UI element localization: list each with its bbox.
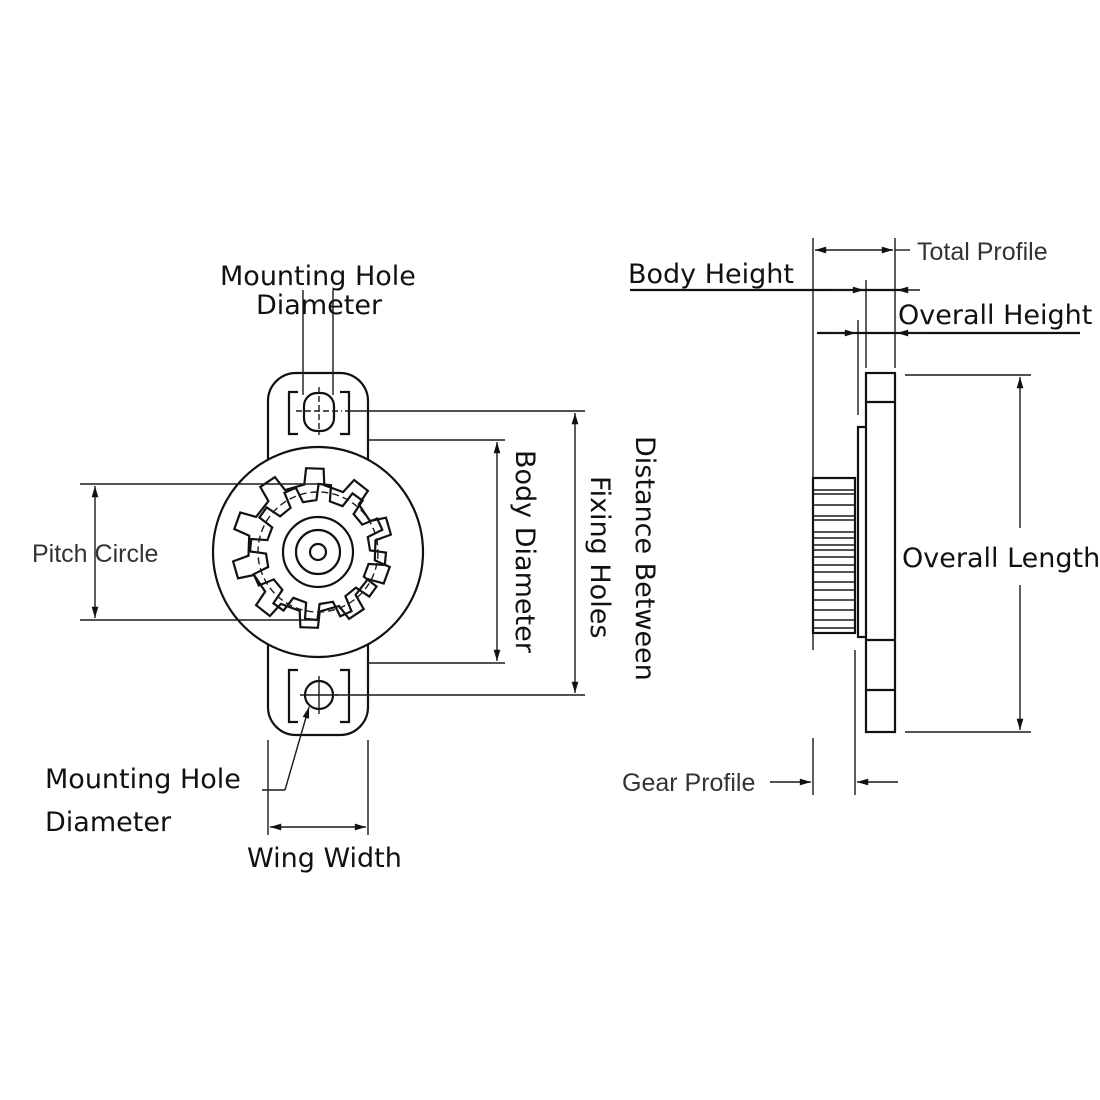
gear-teeth-lines (813, 489, 855, 629)
gear-outline (248, 482, 388, 622)
fixing-holes-label: Fixing Holes (584, 476, 615, 638)
mounting-hole-top-label-2: Diameter (256, 290, 383, 321)
wing-width-label: Wing Width (247, 843, 402, 874)
body-height-label: Body Height (628, 259, 794, 290)
top-mounting-hole (287, 387, 351, 436)
gear-outline-rotated (231, 467, 393, 629)
overall-height-label: Overall Height (898, 300, 1092, 331)
pitch-circle-label: Pitch Circle (32, 540, 158, 568)
mounting-hole-bottom-label-1: Mounting Hole (45, 764, 241, 795)
side-view: Total Profile Body Height Overall Height… (622, 238, 1100, 797)
gear-profile-label: Gear Profile (622, 769, 755, 797)
mounting-hole-bottom-label-2: Diameter (45, 807, 172, 838)
gear-side (811, 476, 857, 635)
overall-length-label: Overall Length (902, 543, 1100, 574)
total-profile-label: Total Profile (917, 238, 1048, 266)
body-diameter-label: Body Diameter (509, 450, 540, 654)
mounting-hole-top-label-1: Mounting Hole (220, 261, 416, 292)
body-side (864, 371, 897, 734)
gear (231, 467, 393, 629)
distance-between-label: Distance Between (629, 436, 660, 681)
body-circle (211, 445, 425, 659)
bottom-mounting-hole (287, 668, 351, 724)
front-view: Mounting Hole Diameter Pitch Circle Body… (32, 261, 660, 874)
